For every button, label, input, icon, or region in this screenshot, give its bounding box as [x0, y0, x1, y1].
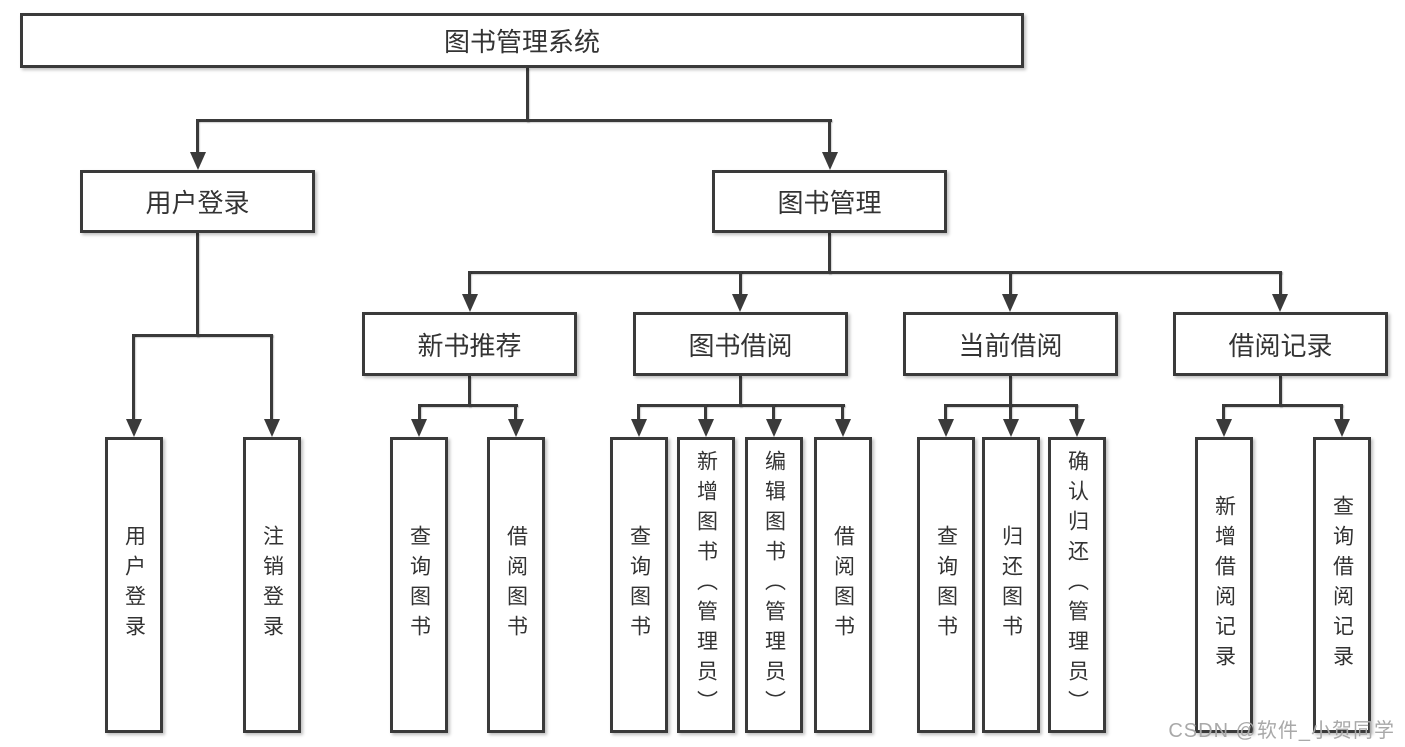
node-label: 查询图书	[627, 525, 651, 645]
connector-hline	[418, 404, 518, 407]
connector-vline	[772, 404, 775, 422]
leaf-query-books-current: 查询图书	[917, 437, 975, 733]
connector-vline	[944, 404, 947, 422]
node-label: 确认归还（管理员）	[1065, 450, 1089, 720]
node-label: 新增图书（管理员）	[694, 450, 718, 720]
node-label: 新书推荐	[417, 330, 522, 361]
arrowhead-down	[462, 294, 478, 312]
connector-hline	[637, 404, 845, 407]
leaf-borrow-books-recommend: 借阅图书	[487, 437, 545, 733]
connector-vline	[1009, 271, 1012, 297]
arrowhead-down	[411, 419, 427, 437]
connector-vline	[418, 404, 421, 422]
leaf-logout: 注销登录	[243, 437, 301, 733]
connector-vline	[704, 404, 707, 422]
leaf-add-book-admin: 新增图书（管理员）	[677, 437, 735, 733]
arrowhead-down	[1216, 419, 1232, 437]
arrowhead-down	[835, 419, 851, 437]
connector-vline	[828, 233, 831, 274]
node-label: 用户登录	[122, 525, 146, 645]
node-label: 图书管理系统	[443, 27, 600, 57]
connector-vline	[468, 376, 471, 407]
node-borrow-records: 借阅记录	[1173, 312, 1388, 376]
arrowhead-down	[732, 294, 748, 312]
connector-vline	[196, 233, 199, 337]
node-label: 新增借阅记录	[1212, 495, 1236, 675]
node-label: 注销登录	[260, 525, 284, 645]
arrowhead-down	[1334, 419, 1350, 437]
connector-vline	[739, 271, 742, 297]
connector-hline	[132, 334, 273, 337]
leaf-confirm-return-admin: 确认归还（管理员）	[1048, 437, 1106, 733]
connector-vline	[1075, 404, 1078, 422]
connector-vline	[841, 404, 844, 422]
connector-vline	[739, 376, 742, 407]
node-label: 借阅图书	[504, 525, 528, 645]
leaf-borrow-books: 借阅图书	[814, 437, 872, 733]
node-label: 编辑图书（管理员）	[762, 450, 786, 720]
connector-vline	[468, 271, 471, 297]
connector-vline	[1279, 376, 1282, 407]
node-library-system: 图书管理系统	[20, 13, 1024, 68]
leaf-return-book: 归还图书	[982, 437, 1040, 733]
node-new-book-recommend: 新书推荐	[362, 312, 577, 376]
connector-vline	[637, 404, 640, 422]
connector-vline	[1340, 404, 1343, 422]
arrowhead-down	[1002, 294, 1018, 312]
leaf-user-login: 用户登录	[105, 437, 163, 733]
node-book-management: 图书管理	[712, 170, 947, 233]
node-label: 归还图书	[999, 525, 1023, 645]
csdn-watermark: CSDN @软件_小贺同学	[1168, 720, 1395, 742]
connector-hline	[1222, 404, 1343, 407]
arrowhead-down	[190, 152, 206, 170]
arrowhead-down	[1069, 419, 1085, 437]
connector-vline	[196, 119, 199, 156]
node-user-login: 用户登录	[80, 170, 315, 233]
connector-vline	[828, 119, 831, 156]
connector-vline	[270, 334, 273, 421]
connector-vline	[1279, 271, 1282, 297]
arrowhead-down	[508, 419, 524, 437]
arrowhead-down	[264, 419, 280, 437]
arrowhead-down	[766, 419, 782, 437]
node-label: 用户登录	[145, 188, 250, 218]
node-label: 当前借阅	[958, 330, 1063, 361]
node-label: 查询图书	[407, 525, 431, 645]
connector-vline	[526, 68, 529, 122]
leaf-query-books-recommend: 查询图书	[390, 437, 448, 733]
connector-vline	[1009, 404, 1012, 422]
arrowhead-down	[126, 419, 142, 437]
connector-vline	[132, 334, 135, 421]
connector-hline	[468, 271, 1282, 274]
node-label: 借阅记录	[1228, 330, 1333, 361]
connector-vline	[1009, 376, 1012, 407]
leaf-add-borrow-record: 新增借阅记录	[1195, 437, 1253, 733]
node-label: 图书借阅	[688, 330, 793, 361]
leaf-query-books-borrow: 查询图书	[610, 437, 668, 733]
node-current-borrow: 当前借阅	[903, 312, 1118, 376]
node-label: 查询借阅记录	[1330, 495, 1354, 675]
connector-vline	[514, 404, 517, 422]
arrowhead-down	[698, 419, 714, 437]
connector-hline	[196, 119, 832, 122]
node-label: 查询图书	[934, 525, 958, 645]
arrowhead-down	[1003, 419, 1019, 437]
arrowhead-down	[822, 152, 838, 170]
arrowhead-down	[938, 419, 954, 437]
node-label: 图书管理	[777, 188, 882, 218]
connector-vline	[1222, 404, 1225, 422]
arrowhead-down	[1272, 294, 1288, 312]
node-label: 借阅图书	[831, 525, 855, 645]
node-book-borrow: 图书借阅	[633, 312, 848, 376]
arrowhead-down	[631, 419, 647, 437]
leaf-edit-book-admin: 编辑图书（管理员）	[745, 437, 803, 733]
leaf-query-borrow-record: 查询借阅记录	[1313, 437, 1371, 733]
